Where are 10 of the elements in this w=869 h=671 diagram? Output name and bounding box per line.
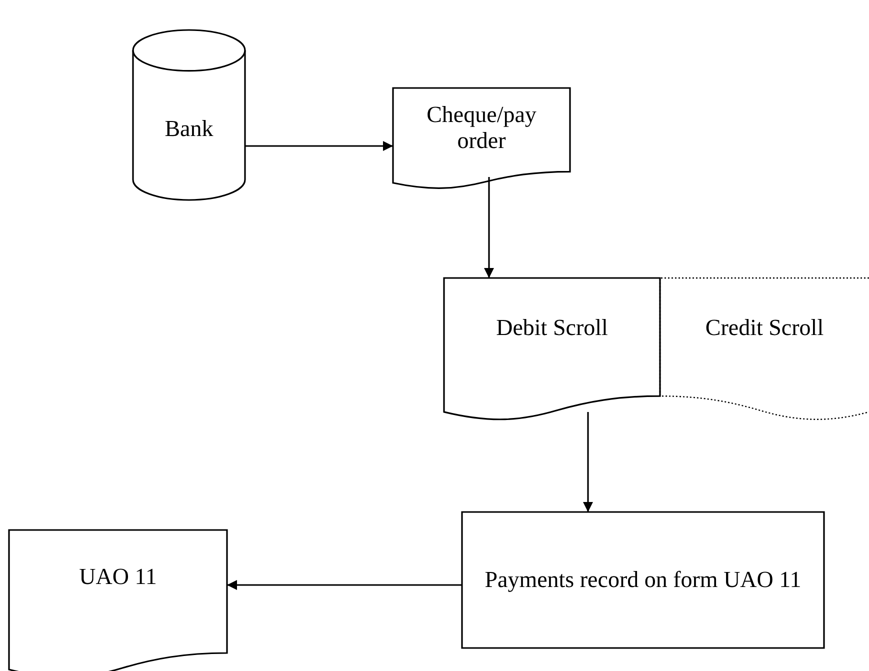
arrow (245, 141, 393, 151)
arrow (484, 177, 494, 278)
node-label: Bank (164, 116, 214, 142)
node-label: Cheque/pay order (426, 102, 538, 155)
arrow (583, 412, 593, 512)
node-label: Credit Scroll (705, 314, 824, 342)
node-label: UAO 11 (79, 564, 157, 590)
node-label: Payments record on form UAO 11 (484, 566, 802, 594)
node-label: Debit Scroll (496, 314, 608, 342)
arrow (227, 580, 462, 590)
